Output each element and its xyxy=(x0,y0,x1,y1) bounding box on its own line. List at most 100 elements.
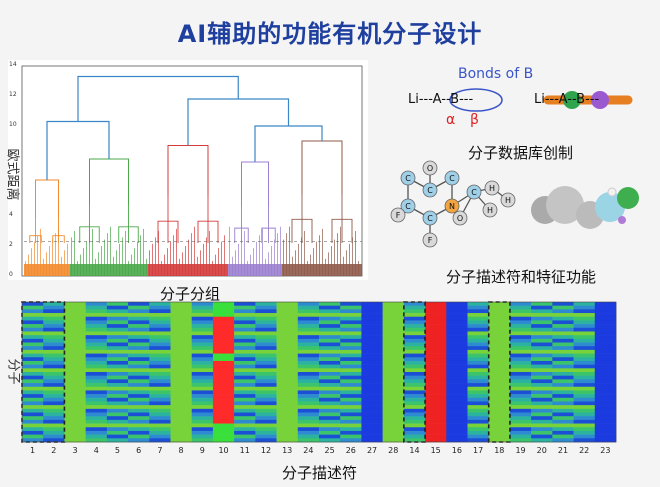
heatmap-cell xyxy=(382,309,405,314)
heatmap-cell xyxy=(212,342,235,347)
heatmap-cell xyxy=(403,324,426,329)
heatmap-cell xyxy=(361,408,383,413)
heatmap-cell xyxy=(191,357,214,362)
heatmap-cell xyxy=(64,324,86,329)
heatmap-cell xyxy=(297,346,320,351)
heatmap-cell xyxy=(382,342,405,347)
heatmap-cell xyxy=(488,360,511,365)
heatmap-cell xyxy=(297,375,320,380)
heatmap-cell xyxy=(297,353,320,358)
heatmap-cell xyxy=(170,423,193,428)
heatmap-cell xyxy=(297,379,320,384)
atom xyxy=(422,232,438,248)
heatmap-cell xyxy=(149,416,171,421)
heatmap-cell xyxy=(531,316,553,321)
heatmap-cell xyxy=(128,364,150,369)
heatmap-cell xyxy=(446,309,468,314)
heatmap-cell xyxy=(531,434,553,439)
heatmap-cell xyxy=(319,305,341,310)
heatmap-cell xyxy=(212,316,235,321)
heatmap-cell xyxy=(22,416,44,421)
heatmap-cell xyxy=(573,434,596,439)
branch xyxy=(261,227,276,243)
heatmap-cell xyxy=(85,335,108,340)
heatmap-cell xyxy=(212,331,235,336)
heatmap-cell xyxy=(212,338,235,343)
heatmap-cell xyxy=(403,412,426,417)
heatmap-cell xyxy=(531,349,553,354)
heatmap-cell xyxy=(149,364,171,369)
heatmap-cell xyxy=(149,405,171,410)
heatmap-cell xyxy=(64,357,86,362)
heatmap-cell xyxy=(128,320,150,325)
heatmap-cell xyxy=(234,338,256,343)
heatmap-cell xyxy=(276,331,299,336)
heatmap-cell xyxy=(552,316,574,321)
heatmap-cell xyxy=(234,357,256,362)
heatmap-cell xyxy=(594,390,617,395)
heatmap-cell xyxy=(573,313,596,318)
heatmap-cell xyxy=(361,327,383,332)
heatmap-cell xyxy=(255,427,277,432)
heatmap-cell xyxy=(446,346,468,351)
heatmap-cell xyxy=(276,405,299,410)
heatmap-cell xyxy=(191,372,214,376)
heatmap-cell xyxy=(446,434,468,439)
heatmap-cell xyxy=(234,305,256,310)
heatmap-cell xyxy=(22,386,44,391)
heatmap-cell xyxy=(85,390,108,395)
heatmap-cell xyxy=(106,324,129,329)
heatmap-ylabel: 分子 xyxy=(5,358,21,385)
heatmap-cell xyxy=(276,364,299,369)
heatmap-cell xyxy=(425,379,447,384)
heatmap-cell xyxy=(319,430,341,435)
atom-label: C xyxy=(471,188,477,197)
heatmap-cell xyxy=(319,419,341,424)
heatmap-cell xyxy=(64,368,86,373)
heatmap-cell xyxy=(43,375,65,380)
heatmap-cell xyxy=(319,364,341,369)
heatmap-cell xyxy=(531,383,553,388)
heatmap-cell xyxy=(191,405,214,410)
heatmap-cell xyxy=(297,309,320,314)
heatmap-cell xyxy=(234,353,256,358)
heatmap-cell xyxy=(106,430,129,435)
heatmap-cell xyxy=(319,386,341,391)
ytick-label: 8 xyxy=(9,151,13,158)
heatmap-cell xyxy=(85,427,108,432)
heatmap-cell xyxy=(149,320,171,325)
heatmap-cell xyxy=(425,357,447,362)
heatmap-cell xyxy=(149,379,171,384)
heatmap-cell xyxy=(594,338,617,343)
heatmap-cell xyxy=(64,302,86,306)
heatmap-cell xyxy=(531,372,553,376)
heatmap-cell xyxy=(467,313,490,318)
heatmap-cell xyxy=(340,423,362,428)
heatmap-cell xyxy=(191,427,214,432)
heatmap-cell xyxy=(297,438,320,443)
heatmap-cell xyxy=(234,412,256,417)
heatmap-cell xyxy=(573,357,596,362)
heatmap-cell xyxy=(573,327,596,332)
cluster-band xyxy=(24,264,70,276)
heatmap-cell xyxy=(403,364,426,369)
heatmap-cell xyxy=(212,434,235,439)
heatmap-cell xyxy=(106,405,129,410)
heatmap-frame xyxy=(21,301,617,443)
heatmap-cell xyxy=(255,383,277,388)
heatmap-cell xyxy=(382,375,405,380)
heatmap-cell xyxy=(128,397,150,402)
heatmap-cell xyxy=(255,430,277,435)
heatmap-cell xyxy=(319,427,341,432)
heatmap-cell xyxy=(488,357,511,362)
heatmap-cell xyxy=(85,309,108,314)
heatmap-cell xyxy=(361,416,383,421)
heatmap-cell xyxy=(234,408,256,413)
heatmap-cell xyxy=(234,364,256,369)
heatmap-cell xyxy=(594,405,617,410)
heatmap-cell xyxy=(191,346,214,351)
heatmap-cell xyxy=(446,427,468,432)
heatmap-cell xyxy=(255,316,277,321)
heatmap-cell xyxy=(319,353,341,358)
heatmap-cell xyxy=(382,316,405,321)
